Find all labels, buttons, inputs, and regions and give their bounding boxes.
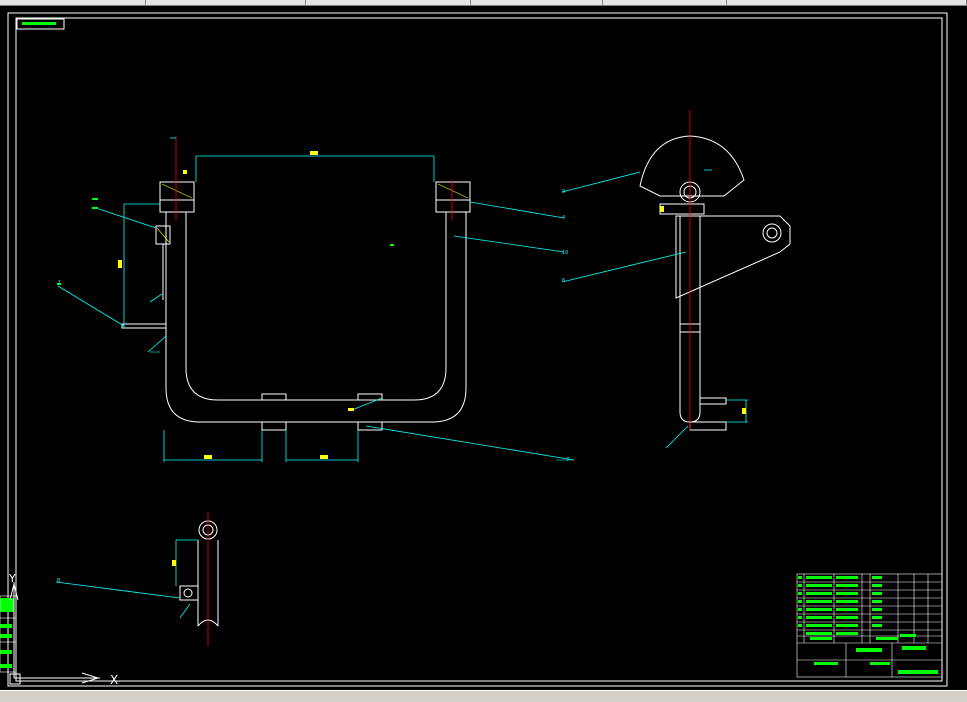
leader-labels: 9 4 10 6 7 1 8 bbox=[57, 189, 569, 584]
leader-label: 6 bbox=[562, 278, 565, 284]
cad-drawing: 9 4 10 6 7 1 8 bbox=[0, 12, 948, 687]
drawing-number-text bbox=[22, 22, 56, 25]
document-tab-bar bbox=[0, 0, 967, 6]
side-view-dimensions bbox=[561, 169, 748, 449]
revision-table bbox=[0, 598, 14, 668]
ucs-x-label: X bbox=[110, 673, 118, 687]
tab[interactable] bbox=[603, 0, 728, 6]
tab[interactable] bbox=[306, 0, 472, 6]
revision-table-grid bbox=[0, 595, 17, 673]
inner-frame bbox=[15, 17, 943, 682]
side-dim-text bbox=[742, 408, 746, 414]
dimension-lines bbox=[57, 137, 575, 462]
side-view bbox=[639, 135, 791, 431]
title-block-text bbox=[798, 576, 938, 674]
drawing-number-box bbox=[16, 18, 65, 30]
dimension-texts bbox=[118, 151, 354, 459]
outer-frame bbox=[7, 12, 948, 687]
detail-dimensions bbox=[55, 539, 198, 619]
drawing-canvas[interactable]: 9 4 10 6 7 1 8 bbox=[0, 6, 967, 690]
leader-label: 4 bbox=[562, 215, 565, 221]
leader-label: 1 bbox=[58, 280, 61, 286]
leader-label: 10 bbox=[562, 250, 568, 256]
centerlines bbox=[175, 136, 453, 220]
status-bar bbox=[0, 690, 967, 702]
ucs-icon bbox=[9, 582, 100, 685]
leader-label: 7 bbox=[566, 457, 569, 463]
ucs-y-label: Y bbox=[8, 572, 16, 585]
tab[interactable] bbox=[0, 0, 147, 6]
leader-label: 8 bbox=[57, 578, 60, 584]
leader-tags bbox=[150, 351, 574, 461]
side-dim-text bbox=[660, 206, 664, 212]
leader-numbers-left bbox=[57, 198, 394, 285]
bushing-hatch bbox=[156, 183, 469, 243]
detail-dim-text bbox=[172, 560, 176, 566]
title-block bbox=[796, 573, 943, 678]
tab[interactable] bbox=[146, 0, 307, 6]
tab[interactable] bbox=[471, 0, 604, 6]
front-view bbox=[121, 181, 471, 431]
